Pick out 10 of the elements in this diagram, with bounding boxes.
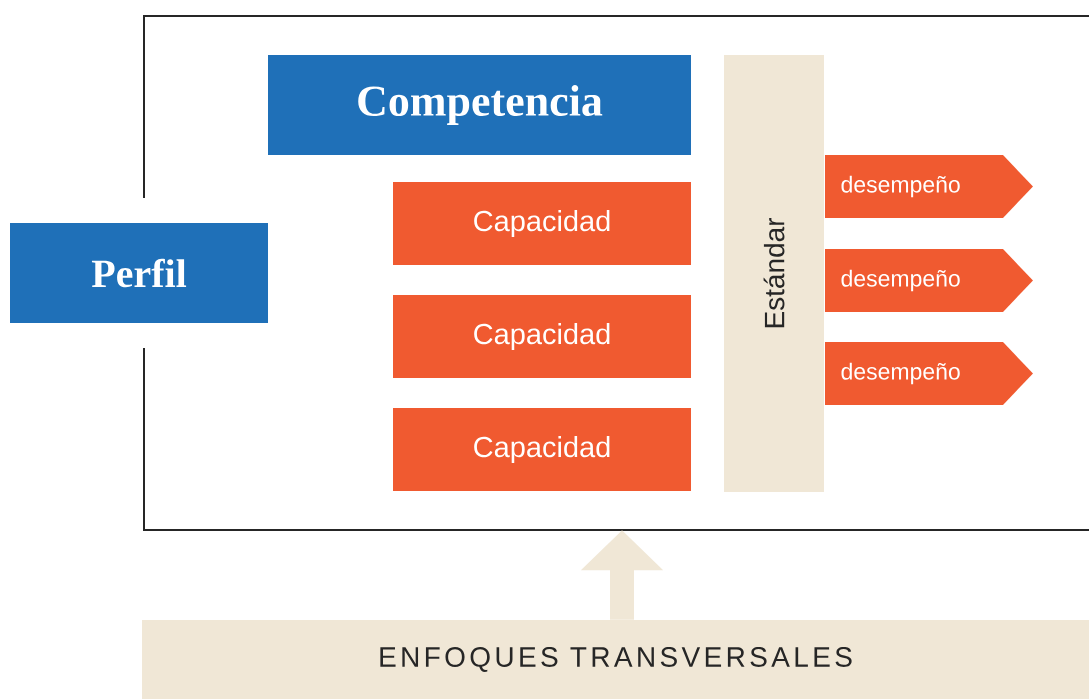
chevron-tag: desempeño — [825, 342, 1033, 405]
capacity-box: Capacidad — [393, 295, 691, 378]
band-box: ENFOQUES TRANSVERSALES — [142, 620, 1089, 699]
chevron-tag: desempeño — [825, 155, 1033, 218]
capacity-box: Capacidad — [393, 182, 691, 265]
title-box: Competencia — [268, 55, 691, 155]
title-box: Perfil — [10, 223, 268, 323]
standard-bar: Estándar — [724, 55, 824, 492]
capacity-box: Capacidad — [393, 408, 691, 491]
chevron-tag: desempeño — [825, 249, 1033, 312]
